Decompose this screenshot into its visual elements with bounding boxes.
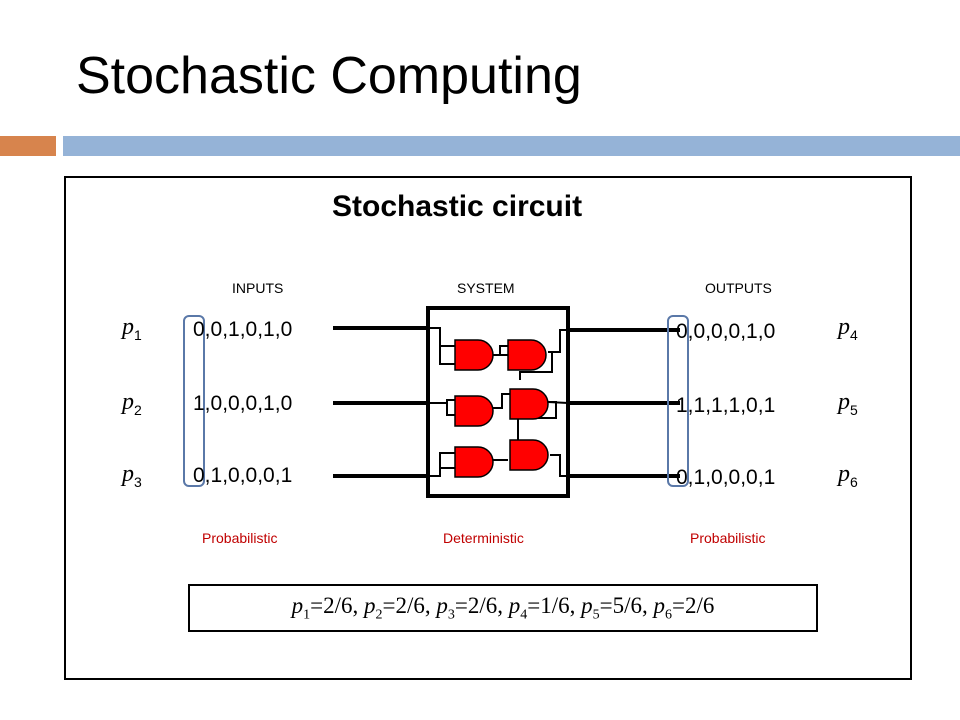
- circuit-frame: [64, 176, 912, 680]
- circuit-title: Stochastic circuit: [332, 190, 583, 223]
- inputs-header: INPUTS: [232, 280, 284, 296]
- input-bitstream-1: 0,0,1,0,1,0: [193, 318, 293, 341]
- output-label-p6: p6: [838, 461, 858, 490]
- and-gate-3: [454, 395, 494, 427]
- input-label-p2: p2: [122, 389, 142, 418]
- input-bitstream-3: 0,1,0,0,0,1: [193, 464, 293, 487]
- formula-term-5: p5=5/6,: [581, 592, 654, 623]
- formula-term-3: p3=2/6,: [436, 592, 509, 623]
- formula-term-1: p1=2/6,: [291, 592, 364, 623]
- outputs-header: OUTPUTS: [705, 280, 772, 296]
- and-gate-1: [454, 339, 494, 371]
- system-header: SYSTEM: [457, 280, 515, 296]
- input-wires: [333, 326, 428, 478]
- formula-term-4: p4=1/6,: [508, 592, 582, 623]
- output-wires: [568, 328, 680, 478]
- inputs-type-label: Probabilistic: [202, 530, 278, 546]
- header-accent-bar-orange: [0, 136, 56, 156]
- output-probability-bracket: [667, 315, 689, 487]
- formula-term-2: p2=2/6,: [364, 592, 437, 623]
- slide-title: Stochastic Computing: [76, 47, 582, 105]
- header-accent-bar-blue: [63, 136, 960, 156]
- and-gate-4: [509, 388, 549, 420]
- input-bitstream-2: 1,0,0,0,1,0: [193, 392, 293, 415]
- output-bitstream-6: 0,1,0,0,0,1: [676, 466, 776, 489]
- system-type-label: Deterministic: [443, 530, 524, 546]
- outputs-type-label: Probabilistic: [690, 530, 766, 546]
- input-label-p3: p3: [122, 461, 142, 490]
- and-gate-2: [507, 339, 547, 371]
- probability-formula: p1=2/6, p2=2/6, p3=2/6, p4=1/6, p5=5/6, …: [188, 584, 818, 632]
- internal-wires: [428, 327, 569, 477]
- and-gate-5: [454, 446, 494, 478]
- output-bitstream-4: 0,0,0,0,1,0: [676, 320, 776, 343]
- logic-gates: [454, 339, 549, 478]
- input-probability-bracket: [183, 315, 205, 487]
- formula-term-6: p6=2/6: [653, 592, 715, 623]
- input-label-p1: p1: [122, 314, 142, 343]
- and-gate-6: [509, 439, 549, 471]
- output-bitstream-5: 1,1,1,1,0,1: [676, 394, 776, 417]
- output-label-p4: p4: [838, 314, 858, 343]
- output-label-p5: p5: [838, 389, 858, 418]
